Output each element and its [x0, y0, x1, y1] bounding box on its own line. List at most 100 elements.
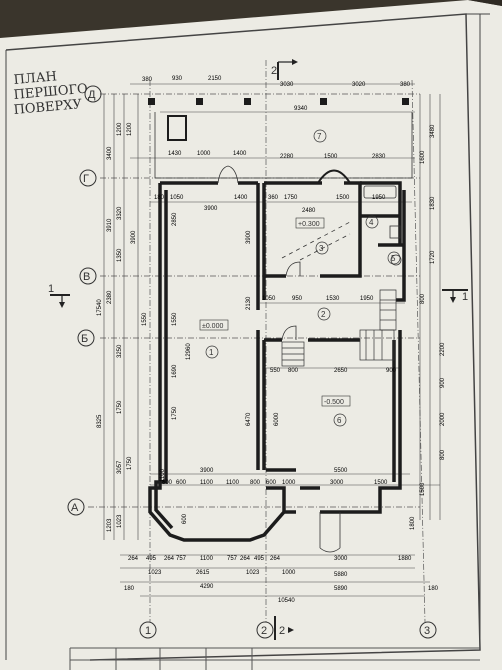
- svg-text:5880: 5880: [334, 572, 348, 578]
- svg-text:3900: 3900: [204, 206, 218, 212]
- axis-bubble-1: 1: [139, 621, 157, 639]
- svg-text:Б: Б: [81, 333, 88, 345]
- svg-text:380: 380: [142, 77, 153, 83]
- svg-text:5500: 5500: [334, 468, 348, 474]
- svg-text:900: 900: [386, 368, 397, 374]
- svg-text:757: 757: [227, 556, 238, 562]
- svg-text:1203: 1203: [107, 518, 113, 532]
- section-mark-2-bottom: 2: [274, 616, 294, 640]
- dims-g-row: 180 1050 1400 360 1750 1500 1950 3900 24…: [154, 195, 386, 214]
- room-2-number: 2: [321, 310, 326, 319]
- room-5-number: 5: [391, 254, 396, 263]
- svg-text:3057: 3057: [117, 460, 123, 474]
- svg-text:2150: 2150: [208, 76, 222, 82]
- svg-text:3900: 3900: [246, 230, 252, 244]
- svg-text:6000: 6000: [274, 412, 280, 426]
- svg-text:1350: 1350: [117, 248, 123, 262]
- svg-text:1500: 1500: [374, 480, 388, 486]
- svg-text:1720: 1720: [430, 250, 436, 264]
- title-block: [69, 647, 480, 670]
- svg-text:757: 757: [176, 556, 187, 562]
- svg-text:3910: 3910: [107, 218, 113, 232]
- svg-text:1550: 1550: [172, 312, 178, 326]
- svg-text:2380: 2380: [107, 290, 113, 304]
- dimension-lines: [103, 83, 441, 597]
- plan-title-line2: ПЕРШОГО: [13, 82, 88, 103]
- svg-text:600: 600: [182, 513, 188, 524]
- svg-text:1400: 1400: [234, 195, 248, 201]
- section-mark-top-label: 2: [271, 65, 277, 77]
- svg-text:1100: 1100: [160, 468, 166, 482]
- svg-text:1100: 1100: [200, 480, 214, 486]
- svg-text:600: 600: [176, 480, 187, 486]
- svg-text:1550: 1550: [142, 312, 148, 326]
- svg-text:900: 900: [440, 377, 446, 388]
- svg-text:264: 264: [128, 556, 139, 562]
- room-7-number: 7: [317, 132, 322, 141]
- plan-title-line3: ПОВЕРХУ: [13, 97, 83, 118]
- svg-text:1950: 1950: [360, 296, 374, 302]
- svg-text:3900: 3900: [200, 468, 214, 474]
- room-1-number: 1: [209, 348, 214, 357]
- svg-text:В: В: [83, 271, 90, 283]
- section-mark-bottom-label: 2: [279, 625, 285, 637]
- svg-text:1000: 1000: [282, 570, 296, 576]
- sheet-frame: [5, 13, 481, 661]
- svg-text:264: 264: [270, 556, 281, 562]
- svg-text:2615: 2615: [196, 570, 210, 576]
- room-3-number: 3: [319, 244, 324, 253]
- svg-text:1530: 1530: [326, 296, 340, 302]
- svg-text:3250: 3250: [117, 344, 123, 358]
- svg-text:800: 800: [162, 480, 173, 486]
- svg-text:1750: 1750: [284, 195, 298, 201]
- svg-text:360: 360: [268, 195, 279, 201]
- svg-text:1430: 1430: [168, 151, 182, 157]
- svg-text:800: 800: [420, 293, 426, 304]
- level-room-6: -0.500: [324, 399, 344, 406]
- svg-text:1023: 1023: [148, 570, 162, 576]
- svg-text:1200: 1200: [127, 122, 133, 136]
- room-labels: 1 2 3 4 5 6 7: [205, 129, 401, 427]
- svg-text:1100: 1100: [226, 480, 240, 486]
- svg-text:495: 495: [254, 556, 265, 562]
- svg-text:2850: 2850: [172, 212, 178, 226]
- svg-text:3400: 3400: [107, 146, 113, 160]
- svg-text:3480: 3480: [430, 124, 436, 138]
- svg-text:1000: 1000: [282, 480, 296, 486]
- svg-text:2200: 2200: [440, 342, 446, 356]
- dims-right: 3480 1600 1830 1720 800 2200 900 2000 80…: [410, 124, 446, 530]
- dims-b-row: 550 800 2650 900: [270, 368, 397, 374]
- svg-text:2130: 2130: [246, 296, 252, 310]
- paper-shadow: [468, 0, 502, 6]
- porch-outline: [154, 112, 413, 179]
- svg-text:800: 800: [440, 449, 446, 460]
- svg-text:2280: 2280: [280, 154, 294, 160]
- level-room-3: +0.300: [298, 221, 320, 228]
- axis-bubble-d: Д: [84, 85, 102, 103]
- axis-bubble-3: 3: [419, 621, 437, 639]
- svg-text:2830: 2830: [372, 154, 386, 160]
- svg-text:800: 800: [288, 368, 299, 374]
- svg-text:1023: 1023: [117, 514, 123, 528]
- svg-text:4290: 4290: [200, 584, 214, 590]
- axis-bubble-b: Б: [77, 329, 95, 347]
- svg-text:950: 950: [292, 296, 303, 302]
- svg-text:17540: 17540: [97, 299, 103, 316]
- svg-text:1: 1: [145, 625, 151, 637]
- svg-text:2480: 2480: [302, 208, 316, 214]
- svg-text:1690: 1690: [172, 364, 178, 378]
- section-mark-2-top: 2: [271, 59, 298, 80]
- svg-text:1600: 1600: [420, 150, 426, 164]
- svg-text:930: 930: [172, 76, 183, 82]
- bay-window-top: [317, 169, 351, 184]
- axis-bubble-g: Г: [79, 169, 97, 187]
- section-mark-1-left: 1: [48, 283, 70, 308]
- stairs: [281, 289, 397, 367]
- svg-text:1950: 1950: [372, 195, 386, 201]
- room3-hatch: [281, 221, 351, 261]
- bathroom-fixtures: [363, 185, 402, 266]
- dims-inner: 3900 2130 6470 6000: [246, 230, 280, 426]
- svg-text:380: 380: [400, 82, 411, 88]
